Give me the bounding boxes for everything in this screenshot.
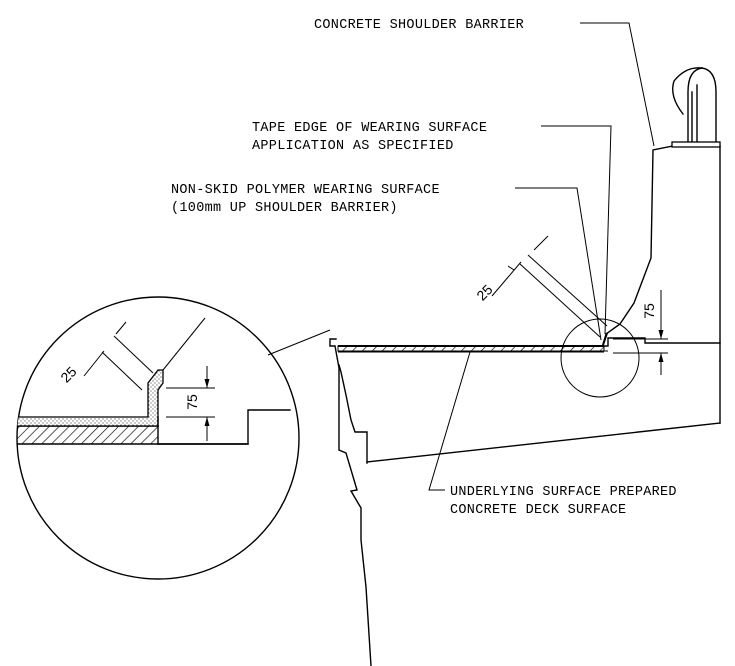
detail-connector [267,329,331,356]
wearing-surface [337,345,605,353]
main-height-dimension: 75 [613,290,668,375]
label-underlying-line1: UNDERLYING SURFACE PREPARED [450,485,677,500]
label-tape-edge-line1: TAPE EDGE OF WEARING SURFACE [252,121,487,136]
slope-dim-line [491,261,522,297]
detail-height-dimension: 75 [166,366,215,441]
label-tape-edge-line2: APPLICATION AS SPECIFIED [252,139,454,154]
slope-ext-upper [527,254,608,327]
label-underlying-line2: CONCRETE DECK SURFACE [450,503,626,518]
main-slope-value: 25 [473,281,495,303]
detail-slope-dim-line [83,350,105,377]
label-nonskid-line2: (100mm UP SHOULDER BARRIER) [171,201,398,216]
detail-slope-dim-line-tail [115,321,127,335]
rail-bolt-outline [671,67,703,115]
deck-soffit-edge [338,364,368,464]
barrier-front-face [602,145,721,424]
barrier-toe-coating [602,332,608,346]
label-concrete-shoulder-barrier: CONCRETE SHOULDER BARRIER [314,18,524,33]
detail-slope-ext-lower [101,351,143,391]
nonskid-leader [515,187,602,341]
deck-slab-outline [329,338,372,666]
slope-tick-left [507,265,515,271]
detail-slope-ext-upper [113,335,154,374]
detail-height-value: 75 [184,394,200,410]
detail-dim-arrow-lower [204,417,210,426]
dim-arrow-lower [658,353,664,362]
detail-slope-value: 25 [57,363,79,385]
slope-ext-lower [519,263,601,338]
detail-concrete-hatch [17,426,158,444]
barrier-curb [602,337,721,347]
detail-barrier-slope [162,317,206,371]
tape-edge-leader [541,125,612,335]
detail-barrier-step [157,409,291,445]
detail-slope-dimension: 25 [57,321,154,391]
rail-base-plate [671,141,721,148]
detail-wearing-surface [17,369,164,427]
slope-dim-line-tail [533,235,549,251]
detail-callout-circle [560,318,640,398]
underlying-leader [428,351,471,491]
enlarged-detail: 75 25 [16,296,300,580]
barrier-leader [580,22,655,147]
main-height-value: 75 [641,303,657,319]
slab-bottom-line [366,422,721,463]
dim-arrow-upper [658,330,664,339]
leaders [267,22,655,491]
label-nonskid-line1: NON-SKID POLYMER WEARING SURFACE [171,183,440,198]
detail-dim-arrow-upper [204,379,210,388]
shoulder-barrier [602,67,721,424]
deck-section [329,338,721,666]
